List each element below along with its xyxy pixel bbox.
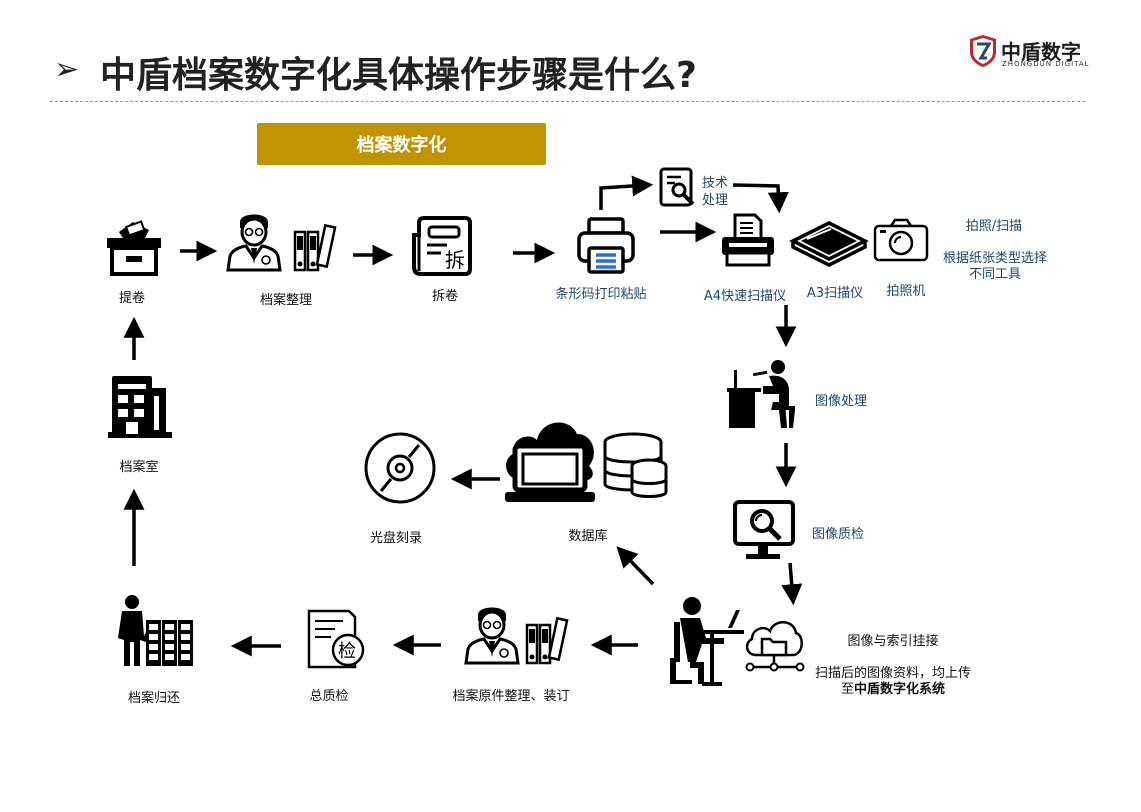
printer-icon <box>577 217 635 274</box>
brand-name: 中盾数字 <box>1001 40 1081 64</box>
arrow-imgqc-to-index <box>781 562 803 606</box>
camera-icon <box>873 218 929 262</box>
label-zhengli: 档案整理 <box>259 293 312 308</box>
brand-subtitle: ZHONGDUN DIGITAL <box>1002 60 1090 68</box>
binding-archivist-icon <box>464 607 520 665</box>
label-a3: A3扫描仪 <box>806 286 864 301</box>
glyph-jian: 检 <box>338 641 356 662</box>
label-image-process: 图像处理 <box>814 394 867 409</box>
cloud-laptop-icon <box>505 422 595 502</box>
a3-scanner-icon <box>789 221 869 267</box>
arrow-index-to-database <box>616 546 655 586</box>
arrow-barcode-to-tech <box>599 175 654 210</box>
note-upload-line1: 扫描后的图像资料，均上传 <box>814 666 971 681</box>
label-database: 数据库 <box>568 529 608 544</box>
note-tool-line1: 根据纸张类型选择 <box>942 251 1047 266</box>
archivist-icon <box>226 214 282 272</box>
label-archive-room: 档案室 <box>119 460 159 475</box>
archive-building-icon <box>108 376 172 438</box>
label-chuli: 处理 <box>701 193 728 208</box>
cloud-folder-icon <box>745 621 805 672</box>
database-stack-icon <box>603 432 668 498</box>
archive-return-icon <box>118 595 193 666</box>
indexing-worker-icon <box>670 597 744 686</box>
note-photo-scan: 拍照/扫描 <box>965 219 1023 234</box>
label-burn: 光盘刻录 <box>369 531 422 546</box>
binding-binders-icon <box>525 616 569 665</box>
process-banner: 档案数字化 <box>257 123 546 165</box>
archive-box-icon <box>107 220 161 276</box>
label-index-link: 图像与索引挂接 <box>847 634 939 649</box>
binders-icon <box>293 223 337 272</box>
image-processing-icon <box>727 360 795 428</box>
bullet-arrow-icon: ➢ <box>54 52 80 87</box>
label-a4: A4快速扫描仪 <box>703 289 787 304</box>
label-image-qc: 图像质检 <box>811 527 864 542</box>
note-upload-system: 中盾数字化系统 <box>854 682 946 697</box>
unbind-document-icon: 拆 <box>412 216 472 276</box>
label-camera: 拍照机 <box>886 284 926 299</box>
tech-process-icon <box>659 167 695 207</box>
header-divider <box>50 101 1085 102</box>
brand-logo-icon <box>970 35 996 67</box>
label-chaijuan: 拆卷 <box>431 289 458 304</box>
label-final-qc: 总质检 <box>309 689 349 704</box>
label-tijuan: 提卷 <box>118 291 145 306</box>
note-tool-line2: 不同工具 <box>968 267 1021 282</box>
a4-scanner-icon <box>722 213 774 267</box>
label-barcode: 条形码打印粘贴 <box>555 287 647 302</box>
final-qc-document-icon: 检 <box>307 609 365 669</box>
disc-icon <box>364 432 436 504</box>
label-return-archive: 档案归还 <box>127 691 180 706</box>
label-original-bind: 档案原件整理、装订 <box>452 689 570 704</box>
note-upload-line2: 至中盾数字化系统 <box>818 681 968 698</box>
image-qc-icon <box>733 500 795 559</box>
glyph-chai: 拆 <box>445 248 465 272</box>
page-title: 中盾档案数字化具体操作步骤是什么? <box>100 55 697 96</box>
arrow-tech-to-a4 <box>732 183 789 214</box>
label-jishu: 技术 <box>701 176 728 191</box>
note-upload-prefix: 至 <box>840 682 854 697</box>
